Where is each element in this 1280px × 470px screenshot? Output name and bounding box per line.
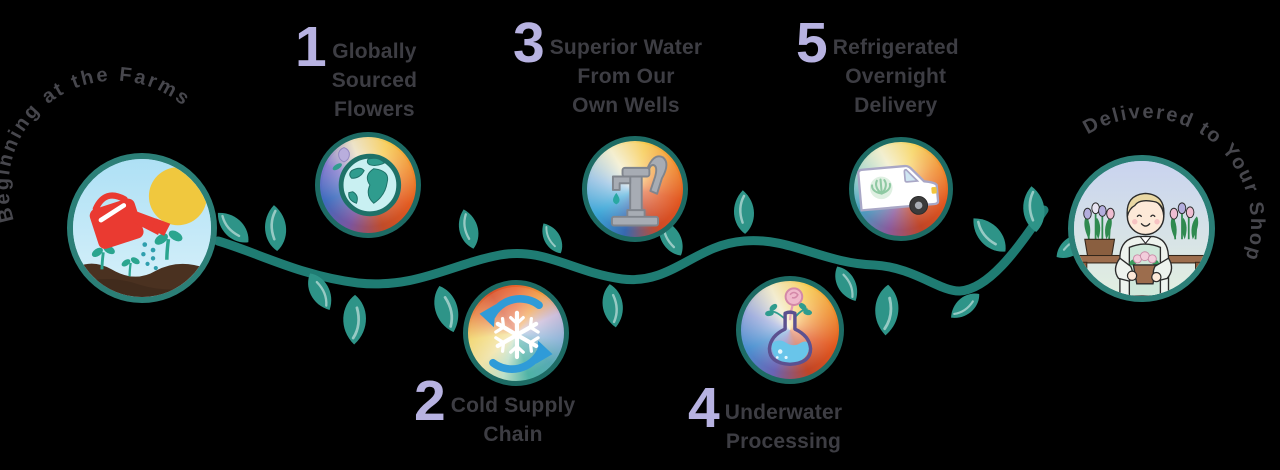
- leaf-icon: [427, 281, 466, 337]
- step-5-line: Overnight: [845, 65, 947, 88]
- step-5-line: Delivery: [854, 94, 938, 117]
- step-1-line: Globally: [332, 40, 417, 63]
- water-pump-icon: [611, 155, 668, 227]
- step-5-label: 5 Refrigerated Overnight Delivery: [796, 11, 959, 120]
- tulip-icon: [332, 147, 350, 171]
- leaf-icon: [453, 206, 484, 253]
- step-3-line: Superior Water: [549, 36, 703, 59]
- watering-can-farm-scene: [73, 159, 211, 297]
- water-drop-icon: [613, 192, 620, 205]
- tulip-pot-icon: [1083, 202, 1116, 257]
- shop-node: [1068, 155, 1215, 302]
- florist-figure: [1114, 192, 1173, 296]
- step-2-line: Cold Supply: [450, 394, 576, 417]
- leaf-icon: [1019, 183, 1048, 235]
- vine-stem: [213, 205, 1049, 296]
- step-2-badge: [463, 280, 569, 386]
- step-3-label: 3 Superior Water From Our Own Wells: [513, 11, 703, 120]
- flask-liquid: [771, 340, 810, 364]
- step-2-label: 2 Cold Supply Chain: [414, 369, 576, 449]
- step-4-line: Underwater: [724, 401, 843, 424]
- step-2-number: 2: [414, 369, 446, 433]
- flower-logo-icon: [869, 176, 893, 200]
- step-5-line: Refrigerated: [832, 36, 959, 59]
- snowflake-icon: [494, 310, 540, 360]
- tulip-pot-icon: [1169, 202, 1199, 240]
- step-3-line: From Our: [577, 65, 675, 88]
- leaf-icon: [535, 218, 569, 259]
- leaf-icon: [262, 203, 289, 254]
- soil: [73, 263, 211, 297]
- step-1-line: Sourced: [331, 69, 418, 92]
- leaf-icon: [731, 188, 757, 236]
- step-5-number: 5: [796, 11, 828, 75]
- step-3-badge: [582, 136, 688, 242]
- step-1-line: Flowers: [334, 98, 415, 121]
- leaf-icon: [341, 293, 368, 347]
- step-3-line: Own Wells: [572, 94, 680, 117]
- step-4-line: Processing: [725, 430, 842, 453]
- rose-icon: [784, 287, 804, 306]
- water-droplets: [141, 242, 158, 271]
- watering-can-icon: [89, 192, 171, 249]
- leaf-icon: [872, 282, 902, 338]
- step-3-number: 3: [513, 11, 545, 75]
- step-2-line: Chain: [483, 423, 543, 446]
- delivery-truck-icon: [857, 164, 940, 215]
- step-4-number: 4: [688, 376, 720, 440]
- step-1-label: 1 Globally Sourced Flowers: [295, 15, 418, 124]
- flask-flower-icon: [765, 287, 813, 367]
- step-4-badge: [736, 276, 844, 384]
- globe-icon: [332, 147, 402, 217]
- step-5-badge: [849, 137, 953, 241]
- farm-node: [67, 153, 217, 303]
- leaf-icon: [598, 281, 627, 331]
- florist-shop-scene: [1074, 161, 1209, 296]
- cold-cycle-icon: [468, 285, 564, 381]
- step-1-badge: [315, 132, 421, 238]
- leaf-icon: [964, 209, 1015, 261]
- step-1-number: 1: [295, 15, 327, 79]
- step-4-label: 4 Underwater Processing: [688, 376, 843, 456]
- sun-icon: [148, 167, 207, 226]
- flask-outline: [767, 310, 813, 367]
